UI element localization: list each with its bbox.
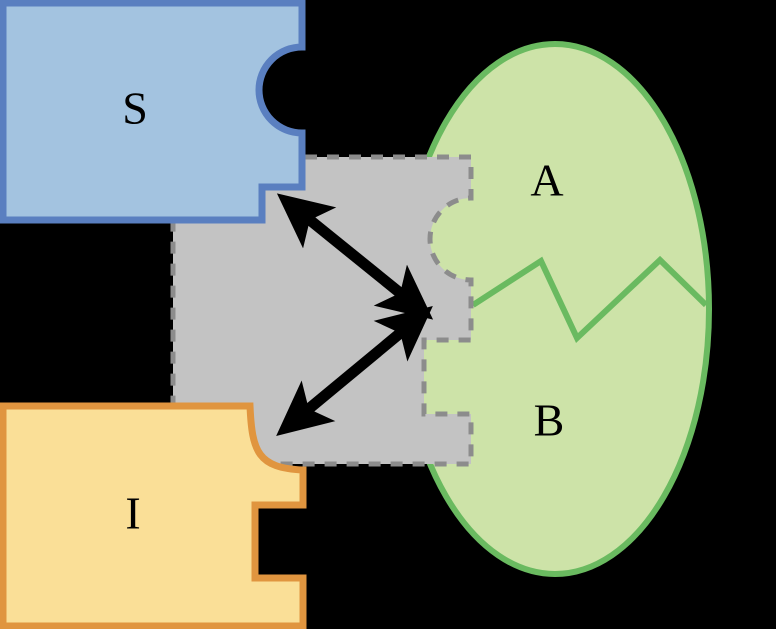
s-piece-shape (0, 0, 306, 224)
arrows-group (276, 193, 434, 436)
i-piece-label: I (125, 488, 140, 539)
ellipse-region-group (398, 41, 712, 577)
region-a-label: A (530, 155, 563, 206)
arrow-upper (276, 193, 434, 320)
region-b-label: B (534, 395, 565, 446)
zigzag-divider (471, 255, 709, 344)
i-piece-group: I (0, 402, 307, 629)
s-piece-label: S (122, 83, 148, 134)
s-piece-group: S (0, 0, 306, 224)
i-piece-shape (0, 402, 307, 629)
arrow-lower (276, 306, 433, 436)
